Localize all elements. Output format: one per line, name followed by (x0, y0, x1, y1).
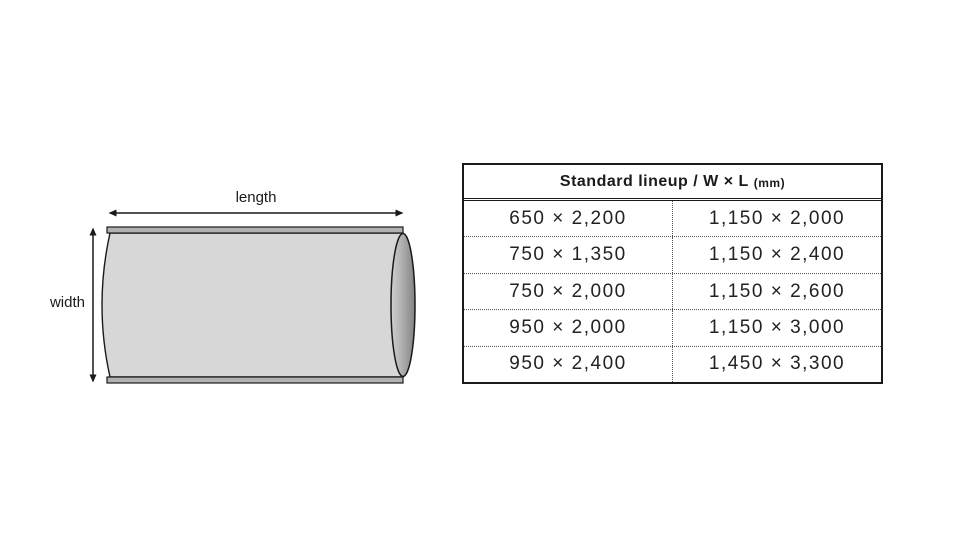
roll-bottom-strip (106, 376, 404, 384)
size-cell: 950 × 2,000 (464, 310, 673, 346)
table-row: 950 × 2,400 1,450 × 3,300 (464, 346, 881, 383)
standard-lineup-table: Standard lineup / W × L (mm) 650 × 2,200… (462, 163, 883, 384)
roll-dimension-diagram: length width (49, 189, 416, 384)
table-row: 750 × 2,000 1,150 × 2,600 (464, 273, 881, 311)
size-cell: 1,150 × 3,000 (708, 316, 846, 338)
table-title: Standard lineup / W × L (559, 172, 749, 190)
size-cell: 650 × 2,200 (464, 201, 673, 237)
size-cell: 1,150 × 2,000 (708, 207, 846, 229)
size-cell: 1,150 × 2,400 (708, 244, 846, 266)
size-cell: 950 × 2,400 (464, 346, 673, 383)
roll-end-ellipse (390, 232, 416, 378)
table-body: 650 × 2,200 1,150 × 2,000 750 × 1,350 1,… (464, 201, 881, 383)
roll-body (101, 232, 404, 378)
size-cell: 750 × 2,000 (464, 273, 673, 310)
table-row: 950 × 2,000 1,150 × 3,000 (464, 310, 881, 347)
size-cell: 1,150 × 2,600 (708, 280, 846, 302)
roll-top-strip (106, 226, 404, 234)
table-row: 750 × 1,350 1,150 × 2,400 (464, 237, 881, 274)
length-label: length (236, 189, 277, 206)
table-unit-label: (mm) (753, 175, 786, 190)
width-label: width (49, 294, 85, 311)
size-cell: 750 × 1,350 (464, 237, 673, 273)
table-header: Standard lineup / W × L (mm) (464, 165, 881, 201)
table-row: 650 × 2,200 1,150 × 2,000 (464, 201, 881, 238)
size-cell: 1,450 × 3,300 (708, 353, 846, 375)
